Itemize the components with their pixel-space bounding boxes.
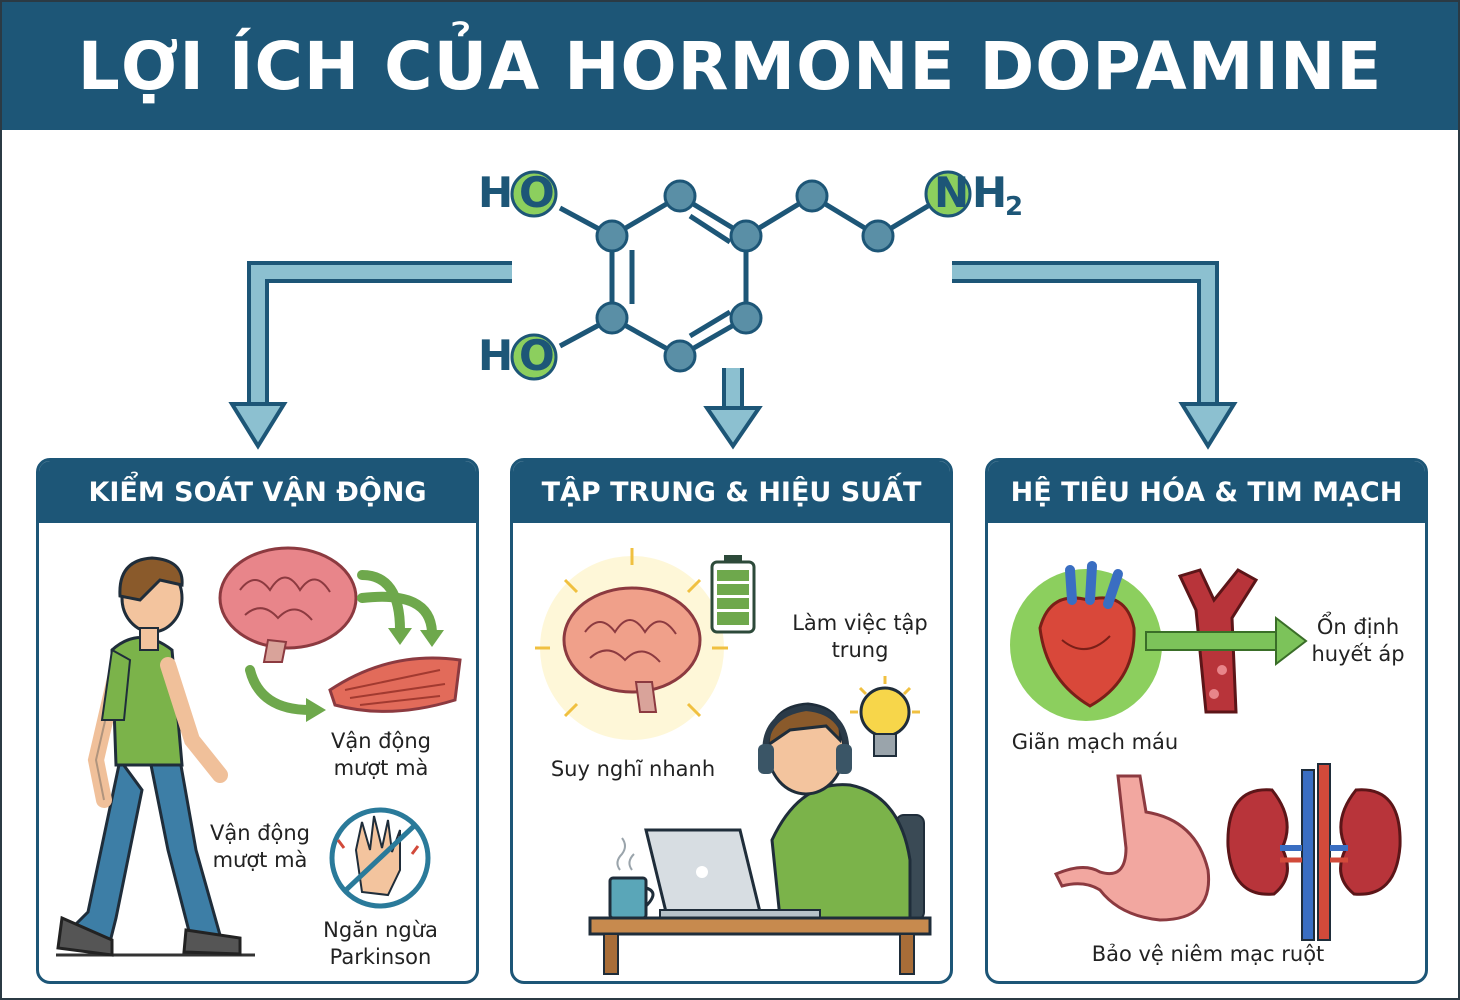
atom-o-bottom: O	[519, 331, 555, 380]
atom-h2: H	[972, 168, 1008, 217]
atom-o-top: O	[519, 168, 555, 217]
page-title: LỢI ÍCH CỦA HORMONE DOPAMINE	[77, 27, 1383, 105]
label-fast-thinking: Suy nghĩ nhanh	[550, 757, 716, 781]
atom-h-top: H	[478, 168, 514, 217]
label-smooth-motion: Vận động mượt mà	[330, 729, 432, 781]
label-smooth-motion-2: Vận động mượt mà	[209, 821, 311, 873]
label-protect-gut-lining: Bảo vệ niêm mạc ruột	[1091, 942, 1325, 966]
label-prevent-parkinson: Ngăn ngừa Parkinson	[323, 918, 438, 970]
panel-title: KIỂM SOÁT VẬN ĐỘNG	[39, 461, 476, 523]
panel-focus-performance: TẬP TRUNG & HIỆU SUẤT	[510, 458, 953, 984]
label-vasodilation: Giãn mạch máu	[1011, 730, 1179, 754]
label-stable-blood-pressure: Ổn định huyết áp	[1311, 615, 1405, 667]
label-focused-work: Làm việc tập trung	[792, 611, 928, 663]
panel-title: HỆ TIÊU HÓA & TIM MẠCH	[988, 461, 1425, 523]
atom-subscript-2: 2	[1005, 192, 1024, 222]
panel-motor-control: KIỂM SOÁT VẬN ĐỘNG	[36, 458, 479, 984]
title-banner: LỢI ÍCH CỦA HORMONE DOPAMINE	[2, 2, 1458, 130]
panel-title: TẬP TRUNG & HIỆU SUẤT	[513, 461, 950, 523]
atom-n: N	[934, 168, 970, 217]
panel-digestive-cardio: HỆ TIÊU HÓA & TIM MẠCH	[985, 458, 1428, 984]
atom-h-bottom: H	[478, 331, 514, 380]
